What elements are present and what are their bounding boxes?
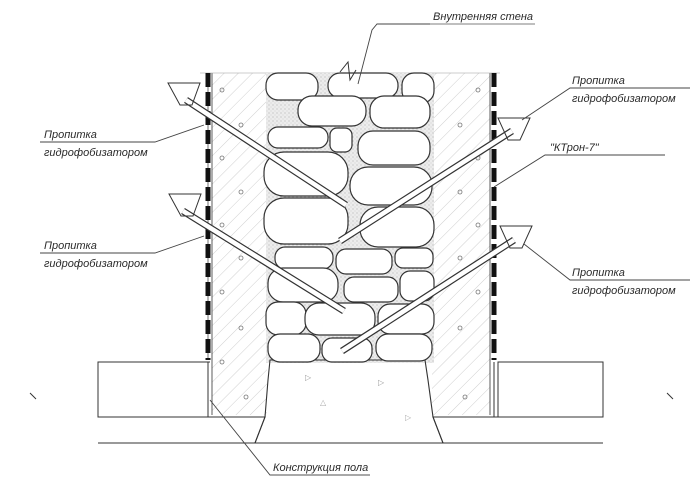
label-impregnation-mid-left-2: гидрофобизатором — [44, 258, 148, 270]
label-impregnation-top-right: Пропитка — [572, 75, 625, 87]
break-symbol-top — [339, 60, 357, 82]
funnel-icon — [499, 225, 533, 249]
break-mark-left — [29, 392, 37, 400]
label-floor-construction: Конструкция пола — [273, 462, 368, 474]
injection-tube-1 — [184, 97, 348, 208]
foundation — [254, 359, 444, 444]
funnel-icon — [168, 193, 202, 217]
label-impregnation-bottom-right: Пропитка — [572, 267, 625, 279]
label-impregnation-top-right-2: гидрофобизатором — [572, 93, 676, 105]
funnel-icon — [167, 82, 201, 106]
svg-text:▷: ▷ — [305, 373, 312, 382]
label-impregnation-top-left: Пропитка — [44, 129, 97, 141]
label-impregnation-top-left-2: гидрофобизатором — [44, 147, 148, 159]
injection-tube-4 — [340, 237, 516, 354]
injection-tube-2 — [181, 208, 346, 314]
break-mark-right — [666, 392, 674, 400]
funnel-icon — [497, 117, 531, 141]
svg-text:▷: ▷ — [405, 413, 412, 422]
label-impregnation-mid-left: Пропитка — [44, 240, 97, 252]
plaster-layer-right — [432, 73, 490, 415]
label-ktron: "КТрон-7" — [550, 142, 600, 154]
label-impregnation-bottom-right-2: гидрофобизатором — [572, 285, 676, 297]
svg-text:△: △ — [320, 398, 327, 407]
label-inner-wall: Внутренняя стена — [433, 11, 533, 23]
injection-tube-3 — [338, 128, 514, 244]
svg-text:▷: ▷ — [378, 378, 385, 387]
